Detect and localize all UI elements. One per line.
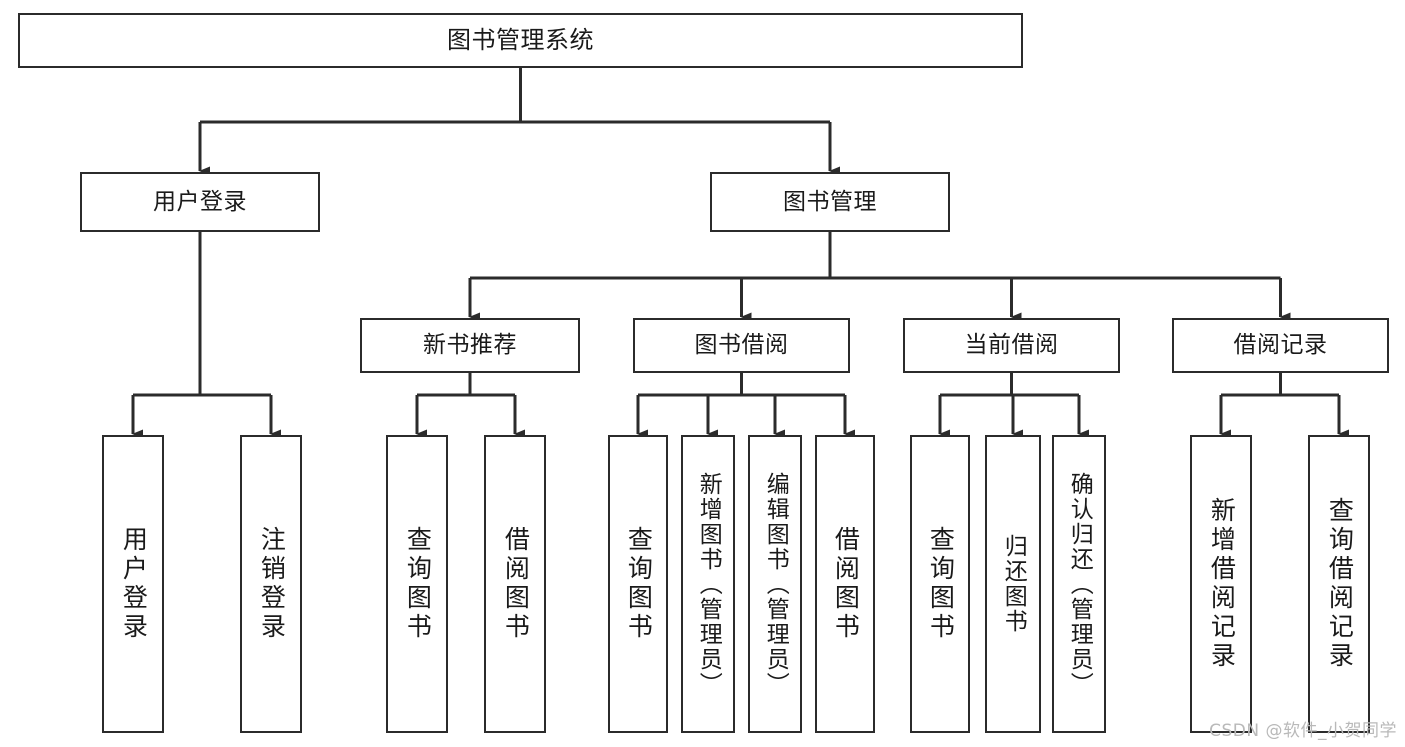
node-label: 新增图书（管理员） (695, 471, 722, 697)
node-label: 查询图书 (926, 526, 956, 642)
node-label: 用户登录 (119, 526, 149, 642)
node-n17[interactable]: 确认归还（管理员） (1052, 435, 1106, 733)
node-n4[interactable]: 图书借阅 (633, 318, 850, 373)
node-label: 确认归还（管理员） (1066, 471, 1093, 697)
node-label: 借阅记录 (1233, 332, 1328, 359)
node-label: 新增借阅记录 (1207, 497, 1237, 671)
node-n8[interactable]: 注销登录 (240, 435, 302, 733)
node-label: 编辑图书（管理员） (762, 471, 789, 697)
edge-paths (131, 68, 1349, 439)
node-n5[interactable]: 当前借阅 (903, 318, 1120, 373)
node-label: 图书借阅 (694, 332, 789, 359)
node-label: 用户登录 (153, 188, 247, 215)
node-label: 借阅图书 (501, 526, 531, 642)
node-label: 图书管理系统 (447, 25, 594, 54)
node-label: 归还图书 (1000, 534, 1027, 634)
node-n2[interactable]: 图书管理 (710, 172, 950, 232)
node-label: 查询图书 (624, 526, 654, 642)
node-label: 注销登录 (257, 526, 287, 642)
node-n19[interactable]: 查询借阅记录 (1308, 435, 1370, 733)
node-n12[interactable]: 新增图书（管理员） (681, 435, 735, 733)
node-n7[interactable]: 用户登录 (102, 435, 164, 733)
node-n13[interactable]: 编辑图书（管理员） (748, 435, 802, 733)
node-n10[interactable]: 借阅图书 (484, 435, 546, 733)
node-n6[interactable]: 借阅记录 (1172, 318, 1389, 373)
node-label: 借阅图书 (831, 526, 861, 642)
node-n16[interactable]: 归还图书 (985, 435, 1041, 733)
node-n15[interactable]: 查询图书 (910, 435, 970, 733)
node-label: 新书推荐 (423, 332, 517, 359)
node-n14[interactable]: 借阅图书 (815, 435, 875, 733)
node-n1[interactable]: 用户登录 (80, 172, 320, 232)
node-label: 图书管理 (783, 188, 877, 215)
node-n11[interactable]: 查询图书 (608, 435, 668, 733)
node-label: 查询图书 (403, 526, 433, 642)
node-label: 查询借阅记录 (1325, 497, 1355, 671)
node-n3[interactable]: 新书推荐 (360, 318, 580, 373)
node-label: 当前借阅 (964, 332, 1059, 359)
watermark-label: CSDN @软件_小贺同学 (1209, 721, 1397, 741)
node-n0[interactable]: 图书管理系统 (18, 13, 1023, 68)
node-n9[interactable]: 查询图书 (386, 435, 448, 733)
node-n18[interactable]: 新增借阅记录 (1190, 435, 1252, 733)
